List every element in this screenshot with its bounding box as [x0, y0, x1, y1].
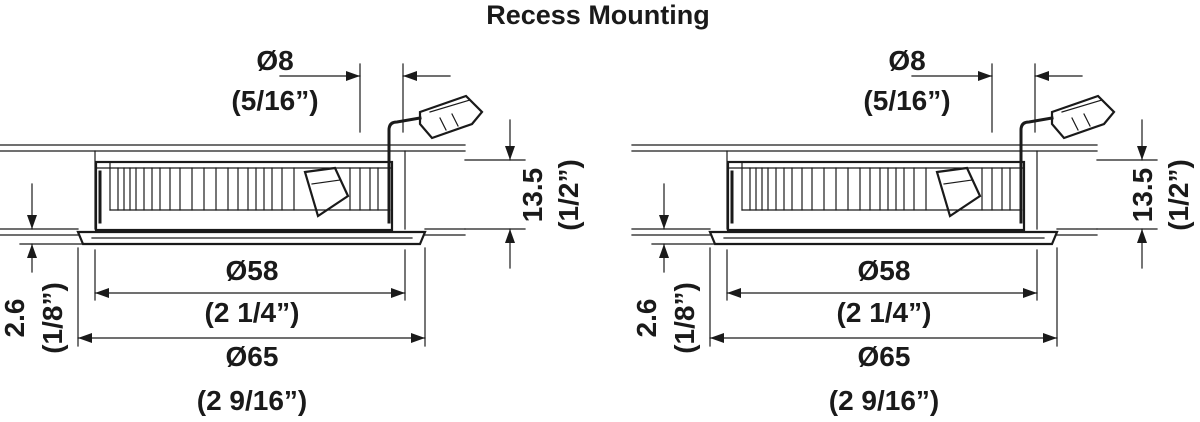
flange-thickness-inch-label: (1/8”): [37, 282, 68, 354]
flange-thickness-label: 2.6: [631, 299, 662, 338]
cable-diameter-inch-label: (5/16”): [863, 85, 950, 116]
outer-diameter-inch-label: (2 9/16”): [197, 385, 308, 416]
cutout-diameter-label: Ø58: [858, 255, 911, 286]
diagram-title: Recess Mounting: [486, 0, 710, 30]
cable-diameter-label: Ø8: [256, 45, 293, 76]
flange-thickness-label: 2.6: [0, 299, 30, 338]
cutout-diameter-inch-label: (2 1/4”): [837, 297, 932, 328]
cutout-diameter-label: Ø58: [226, 255, 279, 286]
right-view: Ø8 (5/16”) 13.5 (1/2”) 2.6 (1/8”) Ø58 (2…: [631, 45, 1194, 416]
outer-diameter-label: Ø65: [858, 341, 911, 372]
cable-diameter-label: Ø8: [888, 45, 925, 76]
left-view: Ø8 (5/16”) 13.5 (1/2”) 2.6 (1/8”) Ø58 (2…: [0, 45, 584, 416]
depth-inch-label: (1/2”): [1163, 159, 1194, 231]
cutout-diameter-inch-label: (2 1/4”): [205, 297, 300, 328]
depth-label: 13.5: [517, 168, 548, 223]
depth-label: 13.5: [1127, 168, 1158, 223]
outer-diameter-label: Ø65: [226, 341, 279, 372]
flange-thickness-inch-label: (1/8”): [669, 282, 700, 354]
outer-diameter-inch-label: (2 9/16”): [829, 385, 940, 416]
depth-inch-label: (1/2”): [553, 159, 584, 231]
cable-diameter-inch-label: (5/16”): [231, 85, 318, 116]
